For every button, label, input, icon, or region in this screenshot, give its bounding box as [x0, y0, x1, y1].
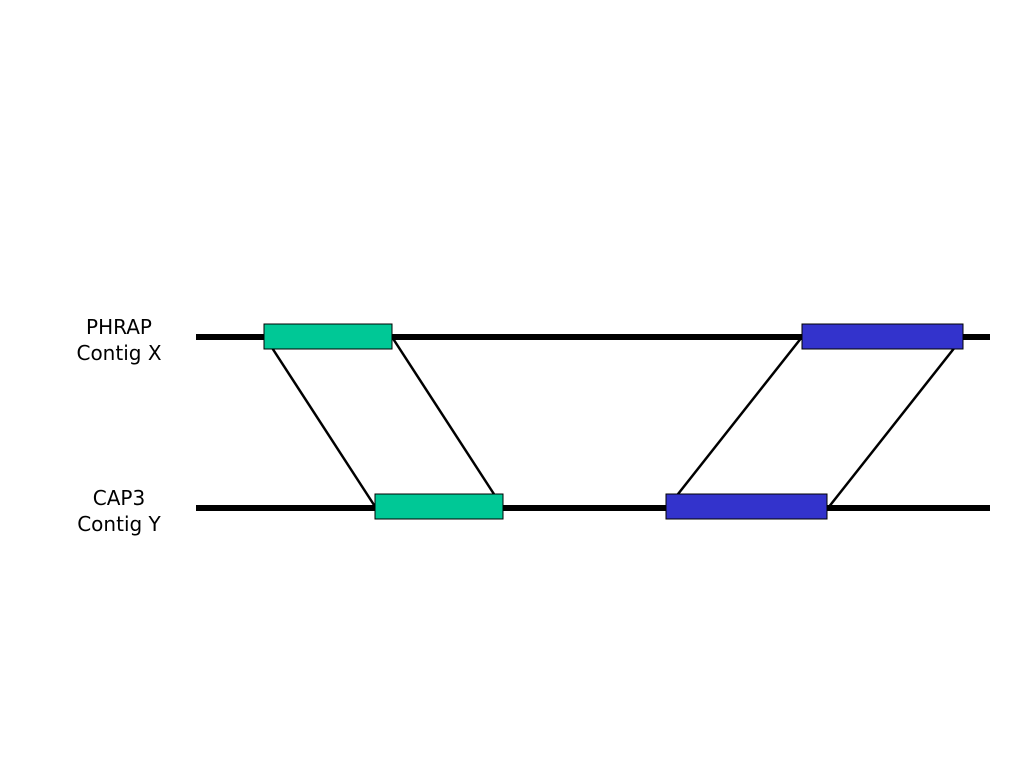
- green-region-contig-x: [263, 323, 393, 350]
- blue-right-connector: [827, 336, 964, 509]
- blue-left-connector: [666, 336, 803, 509]
- blue-region-contig-y: [665, 493, 828, 520]
- green-left-connector: [263, 336, 378, 509]
- green-region-contig-y: [374, 493, 504, 520]
- contig-x-assembler: PHRAP: [86, 315, 152, 339]
- blue-region-contig-x: [801, 323, 964, 350]
- contig-y-name: Contig Y: [77, 512, 161, 536]
- contig-y-label: CAP3 Contig Y: [64, 485, 174, 537]
- green-right-connector: [390, 336, 505, 509]
- contig-y-assembler: CAP3: [92, 486, 146, 510]
- contig-x-name: Contig X: [76, 341, 162, 365]
- contig-x-label: PHRAP Contig X: [64, 314, 174, 366]
